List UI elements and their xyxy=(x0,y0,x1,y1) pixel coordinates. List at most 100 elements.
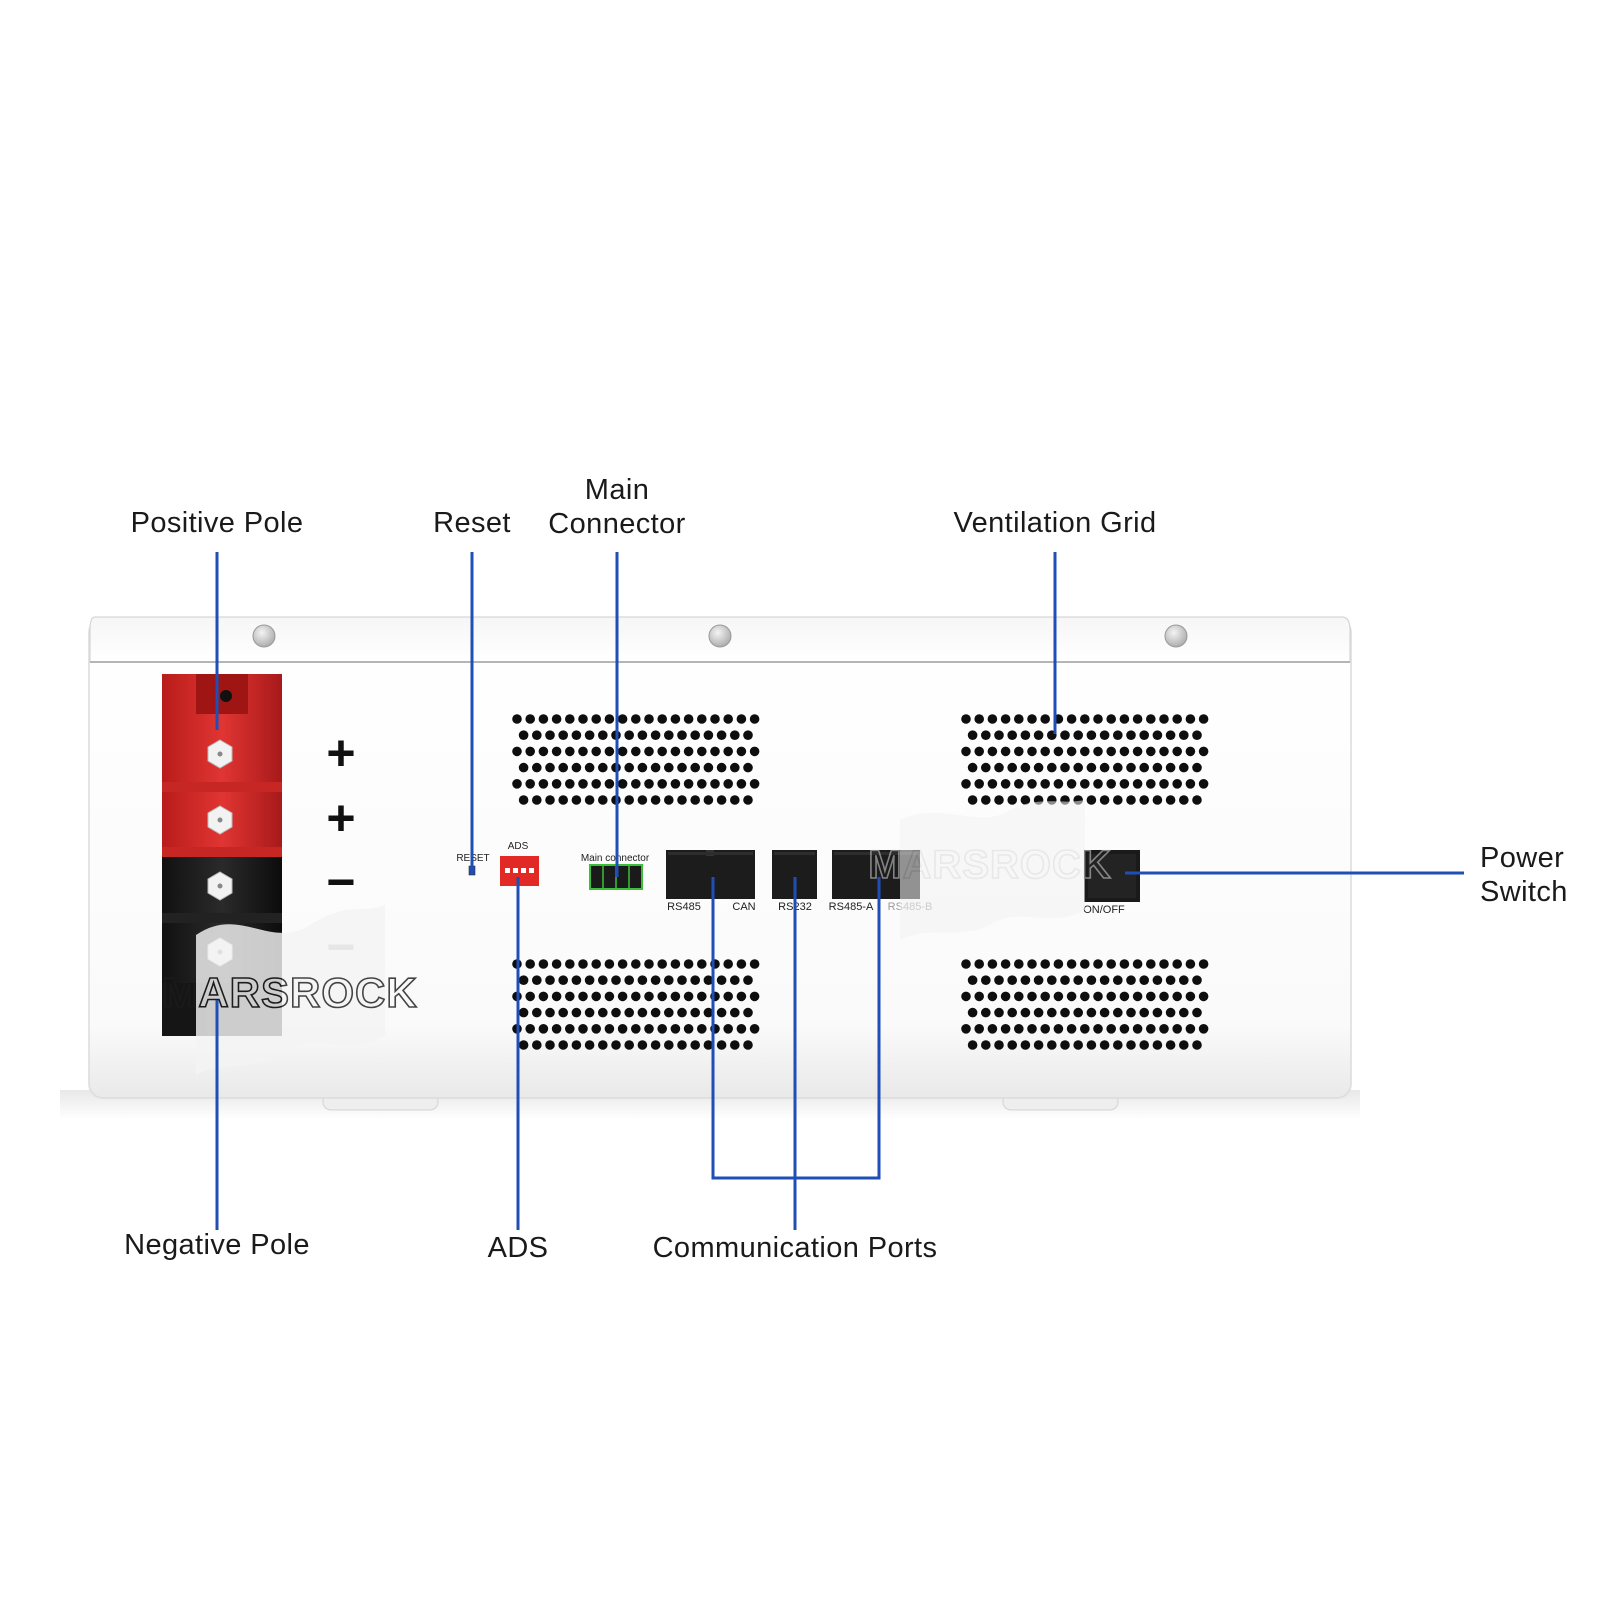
ventilation-hole xyxy=(987,714,998,724)
ventilation-hole xyxy=(551,779,562,789)
ventilation-hole xyxy=(1106,959,1116,969)
ventilation-hole xyxy=(1106,991,1116,1002)
ventilation-hole xyxy=(1000,714,1011,724)
ventilation-hole xyxy=(1119,746,1130,757)
rs485-can-port-pair xyxy=(666,850,755,899)
ventilation-hole xyxy=(703,975,714,985)
terminal-symbol-positive: + xyxy=(326,725,355,781)
ventilation-hole xyxy=(716,1007,727,1018)
ventilation-hole xyxy=(1159,746,1169,757)
ventilation-hole xyxy=(598,1040,608,1050)
ventilation-hole xyxy=(1119,779,1130,789)
ventilation-hole xyxy=(1185,714,1196,724)
ventilation-hole xyxy=(624,795,634,805)
ventilation-hole xyxy=(1165,975,1176,985)
ventilation-hole xyxy=(551,959,562,969)
ventilation-hole xyxy=(1047,975,1057,985)
ventilation-hole xyxy=(644,991,654,1002)
ventilation-hole xyxy=(1179,730,1189,740)
ventilation-hole xyxy=(617,991,628,1002)
ventilation-hole xyxy=(650,795,661,805)
watermark-text: MARSROCK xyxy=(162,969,417,1016)
callout-power-switch-line1: Power xyxy=(1480,842,1565,874)
callout-power-switch: Power Switch xyxy=(1480,841,1595,909)
ventilation-hole xyxy=(690,762,700,773)
ventilation-hole xyxy=(1040,991,1050,1002)
ventilation-hole xyxy=(749,746,760,757)
ventilation-hole xyxy=(736,959,747,969)
ventilation-hole xyxy=(1126,730,1136,740)
ventilation-hole xyxy=(664,795,674,805)
ventilation-hole xyxy=(1198,991,1209,1002)
ventilation-hole xyxy=(650,1040,661,1050)
ventilation-hole xyxy=(736,991,747,1002)
ventilation-hole xyxy=(670,991,681,1002)
ventilation-hole xyxy=(545,1040,555,1050)
can-panel-label: CAN xyxy=(732,901,755,913)
ventilation-hole xyxy=(558,975,568,985)
ventilation-hole xyxy=(716,975,727,985)
ventilation-grid-bottom-left xyxy=(512,959,760,1050)
ventilation-hole xyxy=(657,991,667,1002)
ventilation-hole xyxy=(591,991,601,1002)
ventilation-hole xyxy=(611,1007,621,1018)
ventilation-hole xyxy=(1086,795,1097,805)
ventilation-hole xyxy=(1027,1024,1037,1034)
ventilation-hole xyxy=(1007,1007,1017,1018)
ventilation-hole xyxy=(1053,991,1064,1002)
ventilation-hole xyxy=(604,779,615,789)
ventilation-hole xyxy=(532,1007,542,1018)
terminal-symbol-positive: + xyxy=(326,790,355,846)
ventilation-hole xyxy=(1185,1024,1196,1034)
ventilation-hole xyxy=(1033,1040,1044,1050)
ventilation-hole xyxy=(1172,1024,1182,1034)
ventilation-hole xyxy=(690,730,700,740)
ventilation-hole xyxy=(631,1024,641,1034)
ventilation-hole xyxy=(677,1040,687,1050)
ventilation-hole xyxy=(565,779,575,789)
ventilation-hole xyxy=(1113,1007,1123,1018)
ventilation-hole xyxy=(631,779,641,789)
ventilation-hole xyxy=(1113,730,1123,740)
ventilation-hole xyxy=(1099,1040,1110,1050)
ventilation-hole xyxy=(743,795,753,805)
ventilation-hole xyxy=(1000,959,1011,969)
ventilation-hole xyxy=(1066,714,1077,724)
ventilation-hole xyxy=(664,1007,674,1018)
ventilation-hole xyxy=(670,746,681,757)
ventilation-hole xyxy=(981,1040,991,1050)
ventilation-hole xyxy=(1033,975,1044,985)
ventilation-hole xyxy=(1126,975,1136,985)
ventilation-hole xyxy=(1080,779,1090,789)
callout-power-switch-line2: Switch xyxy=(1480,876,1568,908)
ventilation-hole xyxy=(1152,730,1163,740)
ventilation-hole xyxy=(1086,1007,1097,1018)
ventilation-hole xyxy=(1093,779,1103,789)
ventilation-hole xyxy=(1139,975,1149,985)
ventilation-hole xyxy=(1146,746,1156,757)
ventilation-hole xyxy=(1099,762,1110,773)
ventilation-hole xyxy=(961,779,971,789)
ventilation-hole xyxy=(1165,1040,1176,1050)
ventilation-hole xyxy=(545,762,555,773)
ventilation-hole xyxy=(565,1024,575,1034)
ventilation-hole xyxy=(736,714,747,724)
ventilation-hole xyxy=(1106,714,1116,724)
ventilation-hole xyxy=(624,762,634,773)
ventilation-hole xyxy=(1099,1007,1110,1018)
ventilation-hole xyxy=(1093,991,1103,1002)
ventilation-hole xyxy=(1192,1040,1202,1050)
ventilation-hole xyxy=(565,714,575,724)
ventilation-hole xyxy=(697,959,707,969)
ventilation-hole xyxy=(518,730,529,740)
ventilation-hole xyxy=(1119,959,1130,969)
ventilation-hole xyxy=(1014,746,1024,757)
ventilation-hole xyxy=(584,1007,595,1018)
ventilation-hole xyxy=(1132,959,1143,969)
ventilation-hole xyxy=(1139,1040,1149,1050)
ventilation-hole xyxy=(1126,1040,1136,1050)
ventilation-hole xyxy=(1152,975,1163,985)
ventilation-hole xyxy=(604,991,615,1002)
ventilation-hole xyxy=(650,762,661,773)
ventilation-hole xyxy=(994,795,1004,805)
